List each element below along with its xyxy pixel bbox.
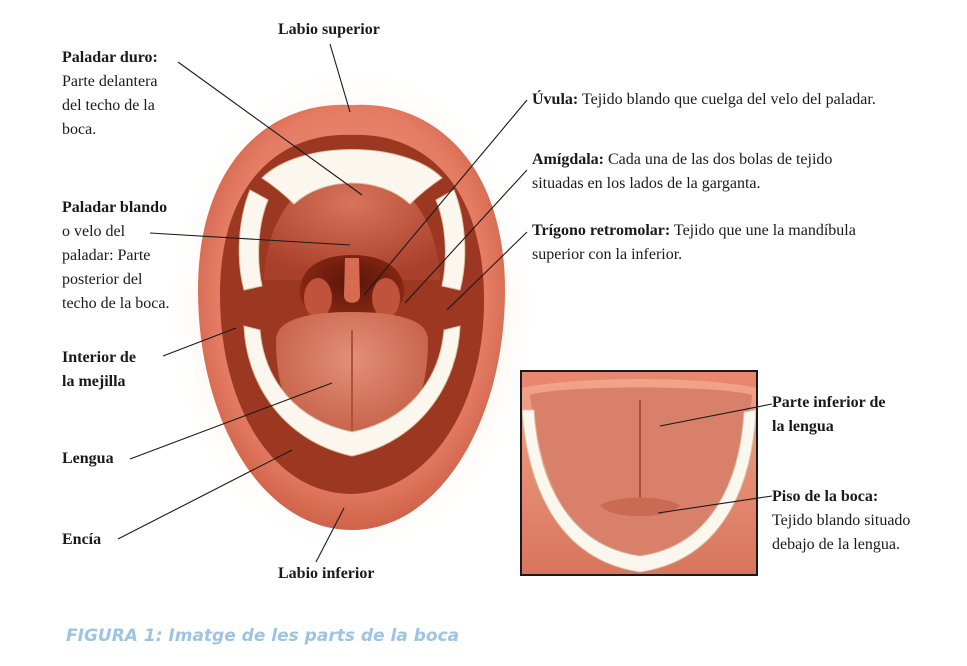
leader-labio-inferior <box>315 507 345 563</box>
inset-floor-of-mouth <box>600 497 680 517</box>
label-labio-superior: Labio superior <box>278 21 380 38</box>
tonsil-right <box>372 278 400 318</box>
label-parte-inferior-lengua: Parte inferior de la lengua <box>772 394 886 435</box>
lower-teeth <box>243 325 461 457</box>
label-uvula: Úvula: Tejido blando que cuelga del velo… <box>532 91 876 108</box>
upper-teeth <box>261 149 443 205</box>
tonsil-left <box>304 278 332 318</box>
palate <box>264 170 440 280</box>
inset-upper-lip <box>521 371 757 388</box>
label-interior-mejilla: Interior de la mejilla <box>62 349 136 390</box>
figure-caption: FIGURA 1: Imatge de les parts de la boca <box>66 626 460 646</box>
leader-encia <box>117 449 293 540</box>
leader-lengua <box>129 382 333 460</box>
leader-paladar-blando <box>149 232 351 246</box>
upper-molars-right <box>435 189 466 291</box>
upper-molars-left <box>238 189 269 291</box>
label-encia: Encía <box>62 531 102 548</box>
leader-trigono <box>446 231 528 311</box>
leader-mejilla <box>162 327 237 357</box>
label-amigdala: Amígdala: Cada una de las dos bolas de t… <box>532 151 833 192</box>
leader-lines <box>117 43 773 563</box>
label-labio-inferior: Labio inferior <box>278 565 375 582</box>
leader-uvula <box>363 99 528 296</box>
label-piso-boca: Piso de la boca: Tejido blando situado d… <box>772 488 911 553</box>
inset-illustration <box>521 371 757 575</box>
leader-amigdala <box>404 169 528 304</box>
leader-labio-superior <box>329 43 351 113</box>
label-trigono-retromolar: Trígono retromolar: Tejido que une la ma… <box>532 222 856 263</box>
leader-paladar-duro <box>177 61 363 196</box>
uvula-shape <box>344 258 360 303</box>
leader-piso-boca <box>657 495 773 514</box>
main-mouth <box>162 60 542 560</box>
label-lengua: Lengua <box>62 450 114 467</box>
label-paladar-blando: Paladar blando o velo del paladar: Parte… <box>62 199 170 312</box>
label-paladar-duro: Paladar duro: Parte delantera del techo … <box>62 49 158 138</box>
leader-parte-inferior-lengua <box>659 403 773 427</box>
